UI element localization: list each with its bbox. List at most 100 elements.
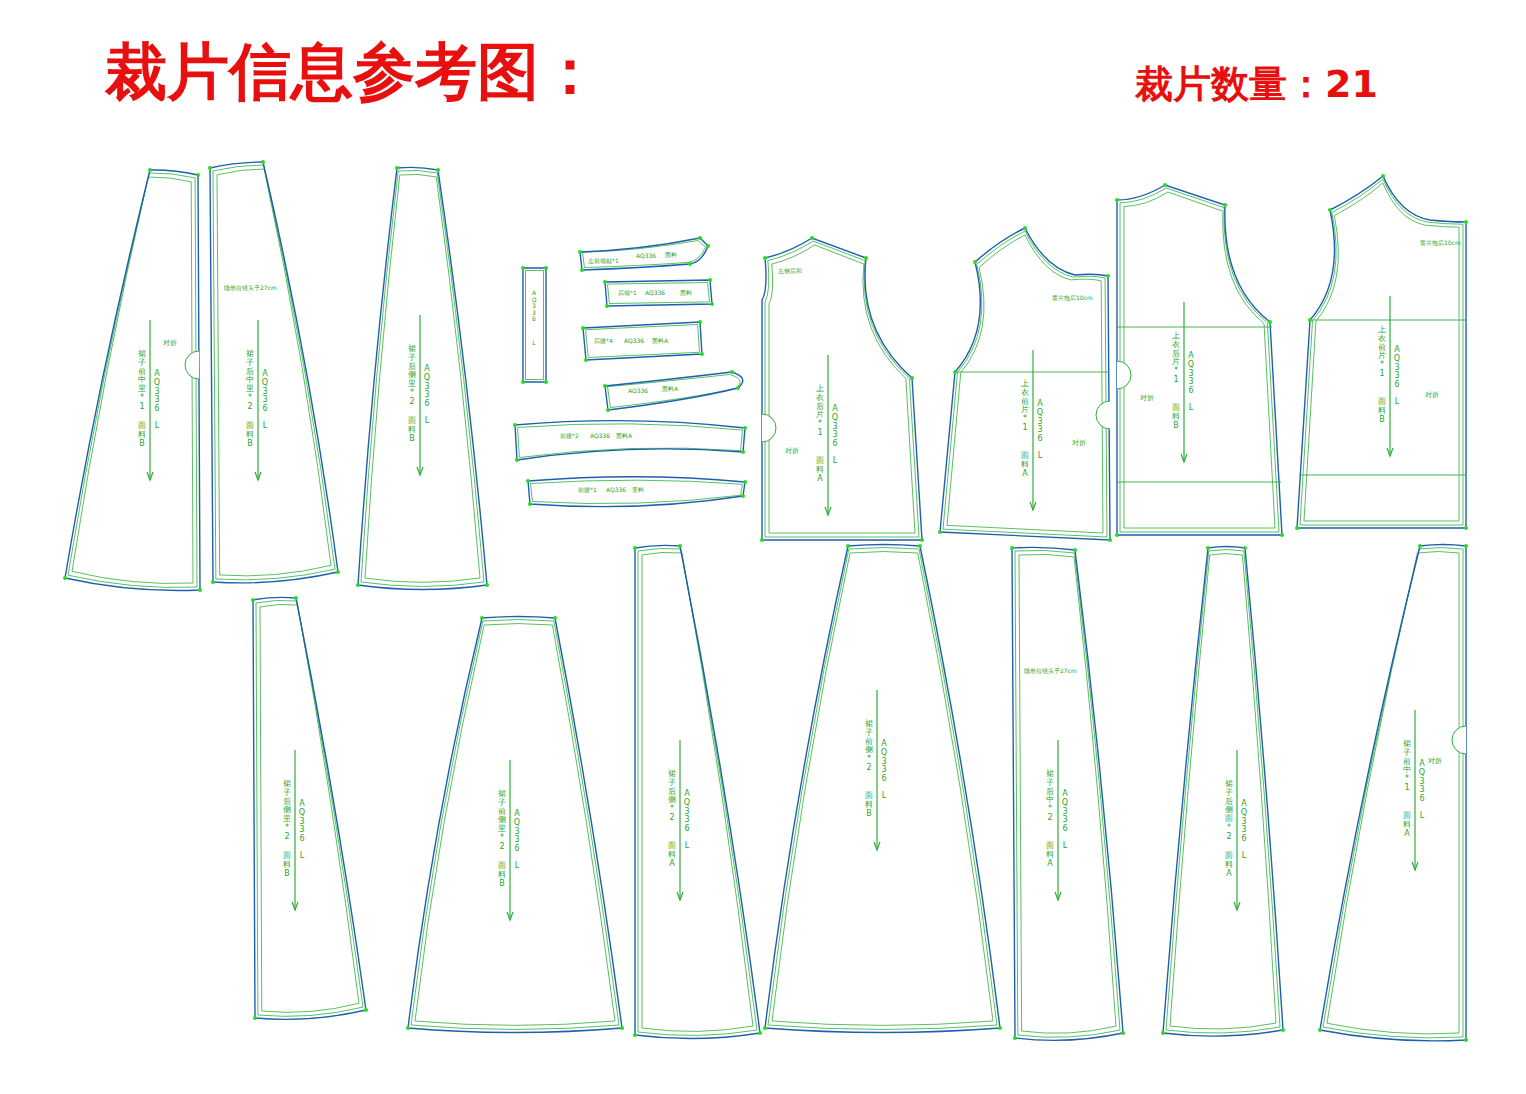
piece-label: 对折 bbox=[785, 448, 799, 456]
piece-label: 面料A bbox=[616, 433, 632, 440]
piece-label: 对折 bbox=[1425, 392, 1439, 400]
corner-point bbox=[1464, 544, 1468, 548]
piece-label: 上衣后片*1 bbox=[1172, 332, 1180, 385]
piece-outline bbox=[619, 530, 776, 1051]
piece-label: 面料A bbox=[668, 842, 676, 868]
piece-label: L bbox=[831, 457, 839, 466]
corner-point bbox=[208, 166, 212, 170]
corner-point bbox=[1381, 174, 1385, 178]
corner-point bbox=[1013, 1036, 1017, 1040]
grain-arrowhead bbox=[1387, 448, 1393, 456]
corner-point bbox=[763, 256, 767, 260]
corner-point bbox=[1023, 226, 1027, 230]
corner-point bbox=[521, 380, 525, 384]
grain-arrowhead bbox=[255, 472, 261, 480]
piece-label: 裙子前侧*2 bbox=[865, 720, 873, 773]
piece-label: AQ336 bbox=[1418, 760, 1426, 804]
cut-line bbox=[1163, 547, 1283, 1037]
piece-outline bbox=[507, 252, 562, 398]
piece-label: 隐形拉链头子27cm bbox=[1024, 668, 1077, 675]
corner-point bbox=[436, 168, 440, 172]
corner-point bbox=[485, 583, 489, 587]
corner-point bbox=[760, 538, 764, 542]
grain-line bbox=[876, 690, 877, 850]
seam-line bbox=[586, 324, 700, 357]
corner-point bbox=[521, 266, 525, 270]
corner-point bbox=[578, 250, 582, 254]
page-title: 裁片信息参考图： bbox=[105, 38, 601, 106]
pattern-piece: 后腰*4AQ336面料A bbox=[567, 306, 718, 376]
piece-label: 面料A bbox=[652, 338, 668, 345]
corner-point bbox=[910, 376, 914, 380]
corner-point bbox=[620, 1026, 624, 1030]
corner-point bbox=[63, 576, 67, 580]
grain-arrowhead bbox=[825, 507, 831, 515]
piece-outline bbox=[1147, 532, 1299, 1049]
piece-label: AQ336 bbox=[628, 388, 648, 395]
cut-line bbox=[358, 167, 487, 589]
cut-line bbox=[583, 322, 702, 360]
seam-line bbox=[72, 177, 193, 584]
grain-arrowhead bbox=[1234, 902, 1240, 910]
corner-point bbox=[708, 278, 712, 282]
seam-line bbox=[68, 173, 197, 588]
piece-label: 裙子后侧*2 bbox=[668, 770, 676, 823]
corner-point bbox=[528, 502, 532, 506]
piece-label: AQ336 bbox=[880, 740, 888, 784]
seam-line bbox=[638, 548, 757, 1035]
piece-label: 面料A bbox=[1021, 452, 1029, 478]
grain-arrowhead bbox=[147, 472, 153, 480]
grain-line bbox=[1236, 750, 1237, 910]
pattern-piece: 裙子前中里*1AQ336L面料B对折 bbox=[49, 154, 216, 606]
pattern-piece: 裙子后中*2AQ336L面料A隐形拉链头子27cm bbox=[996, 532, 1139, 1054]
pattern-piece: 裙子后中里*2AQ336L面料B隐形拉链头子27cm bbox=[194, 146, 354, 598]
piece-label: AQ336 bbox=[831, 405, 839, 449]
piece-label: L bbox=[531, 340, 537, 347]
corner-point bbox=[1161, 1031, 1165, 1035]
piece-outline bbox=[749, 530, 1016, 1044]
piece-label: 左侧后和 bbox=[778, 268, 802, 275]
grain-line bbox=[257, 320, 258, 480]
corner-point bbox=[1280, 533, 1284, 537]
corner-point bbox=[1464, 220, 1468, 224]
corner-point bbox=[1464, 526, 1468, 530]
piece-outline bbox=[1101, 169, 1298, 551]
corner-point bbox=[544, 266, 548, 270]
corner-point bbox=[698, 320, 702, 324]
pattern-piece: 上衣后片*1AQ336L面料A左侧后和对折 bbox=[746, 222, 938, 556]
corner-point bbox=[294, 596, 298, 600]
piece-label: AQ336 bbox=[683, 790, 691, 834]
piece-label: 面料B bbox=[283, 852, 291, 878]
piece-label: 对折 bbox=[1072, 440, 1086, 448]
corner-point bbox=[211, 580, 215, 584]
piece-label: 对折 bbox=[1428, 758, 1442, 766]
piece-label: 面料B bbox=[1172, 404, 1180, 430]
piece-label: 后腰*4 bbox=[594, 338, 613, 345]
seam-line bbox=[772, 552, 993, 1026]
panel-line bbox=[1299, 475, 1466, 476]
seam-line bbox=[1170, 554, 1276, 1029]
pattern-piece: AQ336面料A bbox=[589, 356, 754, 426]
piece-label: 裙子前侧里*2 bbox=[498, 790, 506, 852]
corner-point bbox=[810, 236, 814, 240]
grain-line bbox=[509, 760, 510, 920]
corner-point bbox=[763, 1026, 767, 1030]
piece-label: 面料 bbox=[665, 252, 677, 259]
cut-line bbox=[253, 597, 366, 1019]
corner-point bbox=[1163, 183, 1167, 187]
piece-label: AQ336 bbox=[513, 810, 521, 854]
corner-point bbox=[758, 1031, 762, 1035]
corner-point bbox=[700, 352, 704, 356]
piece-label: AQ336 bbox=[1187, 352, 1195, 396]
corner-point bbox=[1115, 198, 1119, 202]
corner-point bbox=[743, 480, 747, 484]
grain-line bbox=[149, 320, 150, 480]
corner-point bbox=[603, 384, 607, 388]
pattern-piece: 裙子后侧里*2AQ336L面料B bbox=[237, 582, 382, 1034]
piece-label: AQ336 bbox=[261, 370, 269, 414]
corner-point bbox=[1328, 208, 1332, 212]
piece-label: L bbox=[423, 417, 431, 426]
corner-point bbox=[198, 588, 202, 592]
grain-arrowhead bbox=[874, 842, 880, 850]
